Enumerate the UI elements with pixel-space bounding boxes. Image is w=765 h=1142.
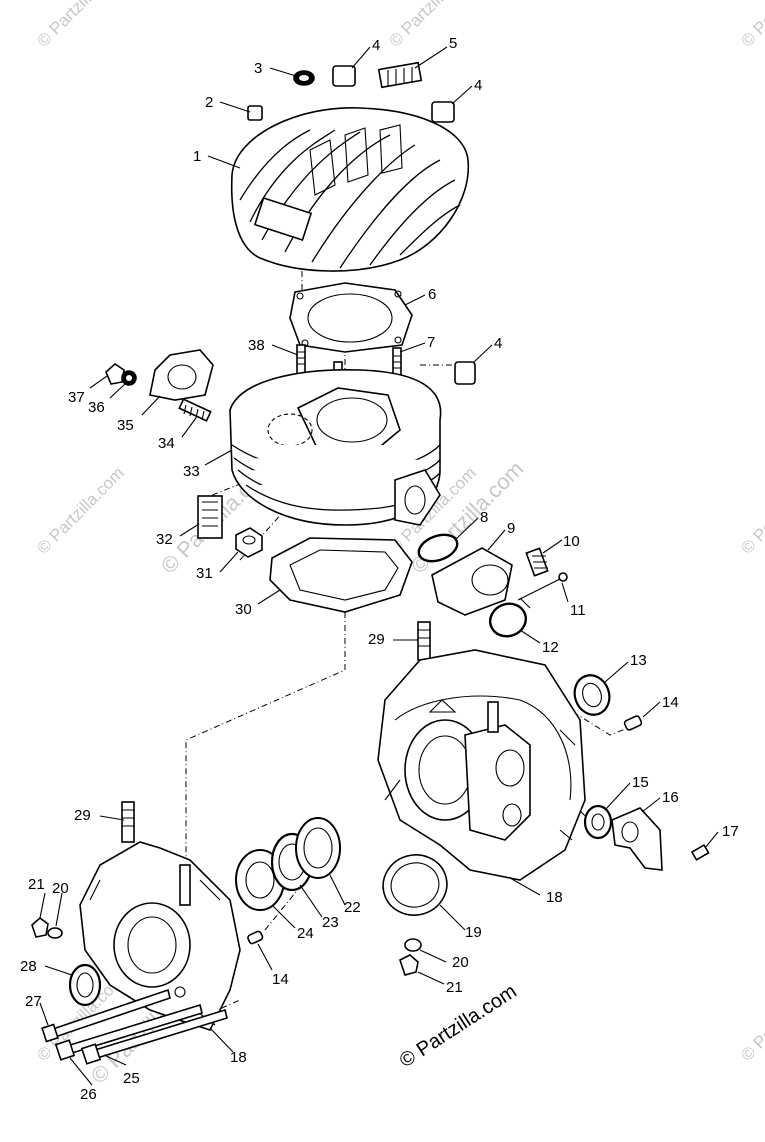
callout-9: 9 [507,520,515,537]
screw-17 [690,843,710,861]
watermark: © Partzilla.com [33,463,127,557]
callout-23: 23 [322,914,339,931]
callout-35: 35 [117,417,134,434]
nut-4-top [332,65,356,87]
gasket-19 [382,854,448,916]
callout-4: 4 [372,37,380,54]
leader-lines [39,46,719,1086]
nut-4-right [431,101,455,123]
screws-10-11 [517,547,568,601]
callout-27: 27 [25,993,42,1010]
callout-2: 2 [205,94,213,111]
callout-11: 11 [570,602,586,619]
callout-38: 38 [248,337,265,354]
crankcase-left [79,841,241,1031]
callout-28: 28 [20,958,37,975]
cylinder [229,368,442,526]
callout-21: 21 [28,876,45,893]
callout-7: 7 [427,334,435,351]
bearing-22 [295,817,341,879]
callout-6: 6 [428,286,436,303]
watermark: © Partzilla.com [737,463,765,557]
watermark: © Partzilla.com [737,0,765,51]
bolt-21-right [399,954,419,976]
bolt-2 [247,105,263,121]
callout-36: 36 [88,399,105,416]
callout-5: 5 [449,35,457,52]
washer-20-left [47,927,63,939]
callout-30: 30 [235,601,252,618]
washer-20-right [404,938,422,952]
crankcase-bolts [41,988,228,1065]
callout-14: 14 [272,971,289,988]
stud-29-top [417,621,431,661]
watermark: © Partzilla.com [385,0,479,51]
bracket-5 [377,61,423,89]
callout-18: 18 [546,889,563,906]
stud-29-left [121,801,135,843]
cylinder-head [230,107,470,272]
callout-20: 20 [52,880,69,897]
intake-manifold [431,547,531,638]
callout-37: 37 [68,389,85,406]
callout-24: 24 [297,925,314,942]
callout-17: 17 [722,823,739,840]
callout-16: 16 [662,789,679,806]
bolt-21-left [31,916,49,938]
bearings [235,817,341,911]
head-gasket [289,282,413,353]
callout-29: 29 [368,631,385,648]
callout-10: 10 [563,533,580,550]
callout-18: 18 [230,1049,247,1066]
pin-14-right [623,715,643,731]
pin-14-left [247,930,264,945]
callout-25: 25 [123,1070,140,1087]
callout-12: 12 [542,639,559,656]
callout-21: 21 [446,979,463,996]
seal-15 [583,804,613,840]
head-hardware [247,61,455,123]
callout-20: 20 [452,954,469,971]
crankcase-right [377,649,586,881]
bracket-32 [197,495,223,539]
watermark: © Partzilla.com [33,0,127,51]
callout-8: 8 [480,509,488,526]
callout-34: 34 [158,435,175,452]
callout-31: 31 [196,565,213,582]
watermark: © Partzilla.com [737,970,765,1064]
callout-29: 29 [74,807,91,824]
callouts: 1 2 3 4 5 4 6 38 7 4 37 36 35 34 33 32 8… [20,35,739,1103]
callout-15: 15 [632,774,649,791]
o-ring-8 [417,533,459,563]
callout-4: 4 [474,77,482,94]
callout-3: 3 [254,60,262,77]
callout-26: 26 [80,1086,97,1103]
callout-13: 13 [630,652,647,669]
nut-31 [235,527,263,558]
callout-22: 22 [344,899,361,916]
callout-19: 19 [465,924,482,941]
callout-14: 14 [662,694,679,711]
callout-33: 33 [183,463,200,480]
callout-32: 32 [156,531,173,548]
seal-13 [573,674,611,716]
callout-1: 1 [193,148,201,165]
bracket-16 [611,807,663,871]
base-gasket [269,537,413,613]
exhaust-flange [105,349,214,422]
callout-4: 4 [494,335,502,352]
seal-28 [68,963,102,1007]
nut-4-mid [454,361,476,385]
